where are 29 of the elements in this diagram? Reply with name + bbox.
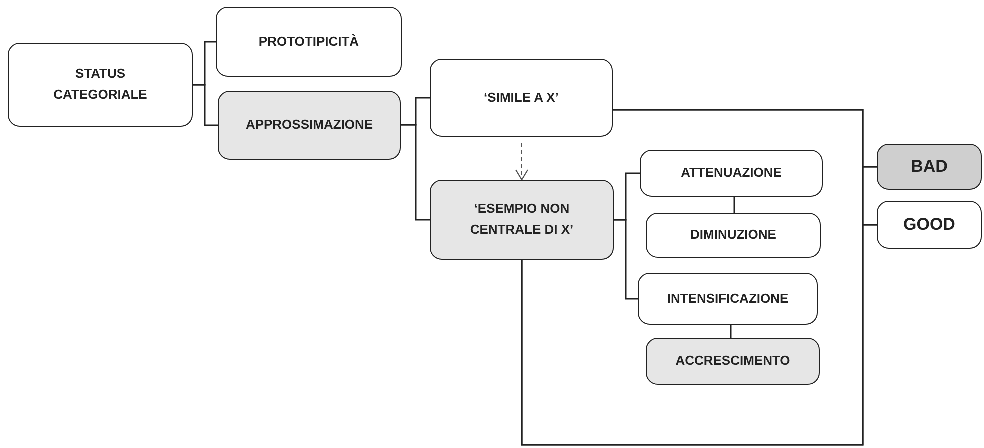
rounded-box: [216, 7, 402, 77]
connector-line: [730, 325, 732, 338]
rounded-box: [877, 201, 982, 249]
dashed-arrow: [515, 142, 529, 181]
box-label: STATUS CATEGORIALE: [52, 65, 148, 104]
box-label: ‘SIMILE A X’: [484, 88, 559, 107]
box-label: ‘ESEMPIO NON CENTRALE DI X’: [469, 200, 575, 239]
box-label: BAD: [911, 156, 948, 178]
connector-line: [614, 219, 638, 300]
rounded-box: [430, 180, 614, 260]
connector-line: [193, 84, 218, 126]
box-label: DIMINUZIONE: [690, 226, 776, 244]
rounded-box: [877, 144, 982, 190]
connector-line: [401, 124, 430, 221]
connector-line: [521, 224, 877, 446]
rounded-box: [218, 91, 401, 160]
rounded-box: [640, 150, 823, 197]
rounded-box: [646, 338, 820, 385]
box-label: ATTENUAZIONE: [681, 164, 782, 182]
box-label: ACCRESCIMENTO: [676, 352, 790, 370]
connector-line: [734, 197, 736, 213]
box-label: PROTOTIPICITÀ: [258, 32, 360, 51]
rounded-box: [8, 43, 193, 127]
rounded-box: [638, 273, 818, 325]
box-label: GOOD: [904, 214, 956, 236]
rounded-box: [646, 213, 821, 258]
rounded-box: [430, 59, 613, 137]
box-label: INTENSIFICAZIONE: [667, 290, 789, 308]
box-label: APPROSSIMAZIONE: [246, 116, 374, 134]
